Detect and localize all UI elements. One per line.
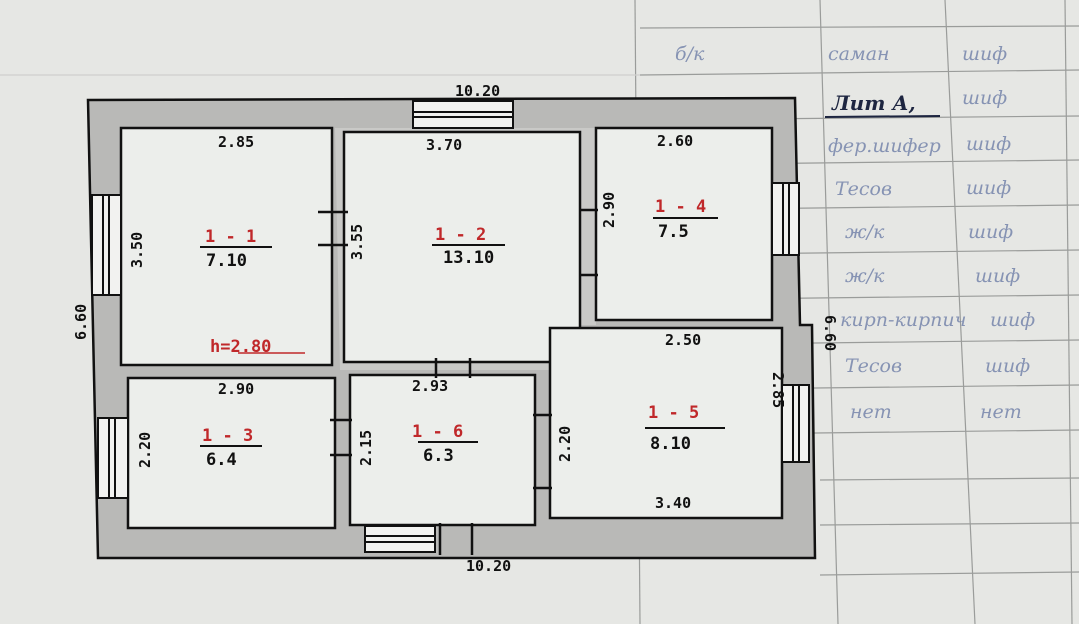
table-cell: нет [980, 401, 1022, 423]
table-col2: саман фер.шифер Тесов ж/к ж/к кирп-кирпи… [828, 43, 966, 423]
room-id: 1 - 3 [202, 426, 253, 446]
room-labels: 1 - 1 7.10 1 - 2 13.10 1 - 4 7.5 1 - 3 6… [200, 197, 725, 470]
room-1-6-width: 2.93 [412, 377, 448, 395]
table-cell: шиф [985, 355, 1030, 377]
room-area: 7.5 [658, 222, 689, 242]
doors [318, 208, 598, 555]
table-cell: б/к [675, 43, 705, 65]
room-1-4 [594, 126, 774, 322]
room-area: 8.10 [650, 434, 691, 454]
room-id: 1 - 1 [205, 227, 256, 247]
room-1-2-width: 3.70 [426, 136, 462, 154]
room-area: 6.3 [423, 446, 454, 466]
room-1-5-width: 2.50 [665, 331, 701, 349]
table-cell: фер.шифер [828, 135, 941, 157]
table-cell: ж/к [845, 221, 885, 243]
room-id: 1 - 6 [412, 422, 463, 442]
room-area: 6.4 [206, 450, 237, 470]
room-1-5-width-bottom: 3.40 [655, 494, 691, 512]
table-cell: Тесов [835, 178, 892, 200]
overall-bottom-dimension: 10.20 [466, 557, 511, 575]
table-cell: ж/к [845, 265, 885, 287]
room-1-6 [348, 373, 537, 527]
table-cell: шиф [975, 265, 1020, 287]
windows [91, 100, 810, 553]
room-1-6-length: 2.15 [357, 430, 375, 466]
table-cell: нет [850, 401, 892, 423]
room-id: 1 - 4 [655, 197, 706, 217]
room-area: 7.10 [206, 251, 247, 271]
table-cell: кирп-кирпич [840, 309, 966, 331]
room-id: 1 - 2 [435, 225, 486, 245]
room-id: 1 - 5 [648, 403, 699, 423]
table-cell: саман [828, 43, 890, 65]
room-1-4-width: 2.60 [657, 132, 693, 150]
overall-left-dimension: 6.60 [72, 304, 90, 340]
table-cell: Тесов [845, 355, 902, 377]
room-1-1-length: 3.50 [128, 232, 146, 268]
table-cell: шиф [966, 177, 1011, 199]
room-1-5 [548, 326, 784, 520]
table-cell: шиф [990, 309, 1035, 331]
table-heading: Лит А, [831, 91, 916, 115]
table-cell: шиф [966, 133, 1011, 155]
room-1-2 [342, 130, 582, 364]
room-area: 13.10 [443, 248, 494, 268]
table-cell: шиф [962, 43, 1007, 65]
overall-right-dimension: 6.60 [821, 315, 839, 351]
room-1-1-width: 2.85 [218, 133, 254, 151]
ceiling-height: h=2.80 [210, 337, 271, 357]
table-cell: шиф [962, 87, 1007, 109]
table-col3: шиф шиф шиф шиф шиф шиф шиф шиф нет [962, 43, 1035, 423]
room-1-2-length: 3.55 [348, 224, 366, 260]
table-cell: шиф [968, 221, 1013, 243]
room-1-4-length: 2.90 [600, 192, 618, 228]
room-1-3-length: 2.20 [136, 432, 154, 468]
room-1-3-width: 2.90 [218, 380, 254, 398]
room-1-3 [126, 376, 337, 530]
room-1-5-side: 2.20 [556, 426, 574, 462]
room-1-5-length: 2.85 [769, 372, 787, 408]
overall-top-dimension: 10.20 [455, 82, 500, 100]
